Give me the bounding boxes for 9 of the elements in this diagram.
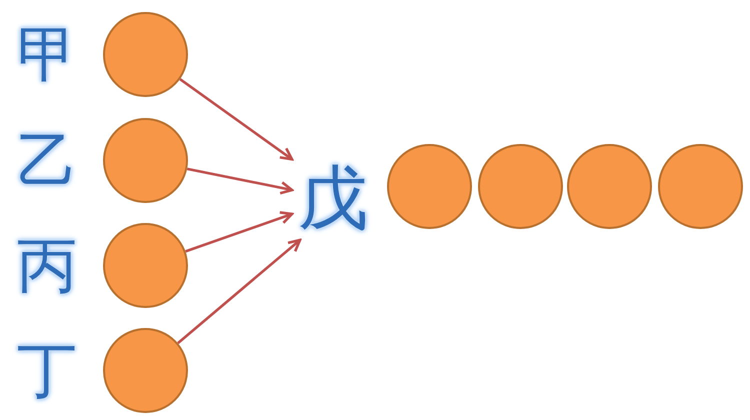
arrow bbox=[186, 168, 294, 195]
arrow bbox=[179, 78, 294, 161]
arrow bbox=[177, 238, 302, 344]
node-label: 丁 bbox=[16, 336, 78, 406]
arrow bbox=[185, 211, 294, 253]
node-label: 丙 bbox=[16, 231, 78, 301]
text-label: 戊 bbox=[292, 156, 374, 240]
node-label: 甲 bbox=[16, 20, 78, 90]
node-label: 乙 bbox=[16, 126, 78, 196]
